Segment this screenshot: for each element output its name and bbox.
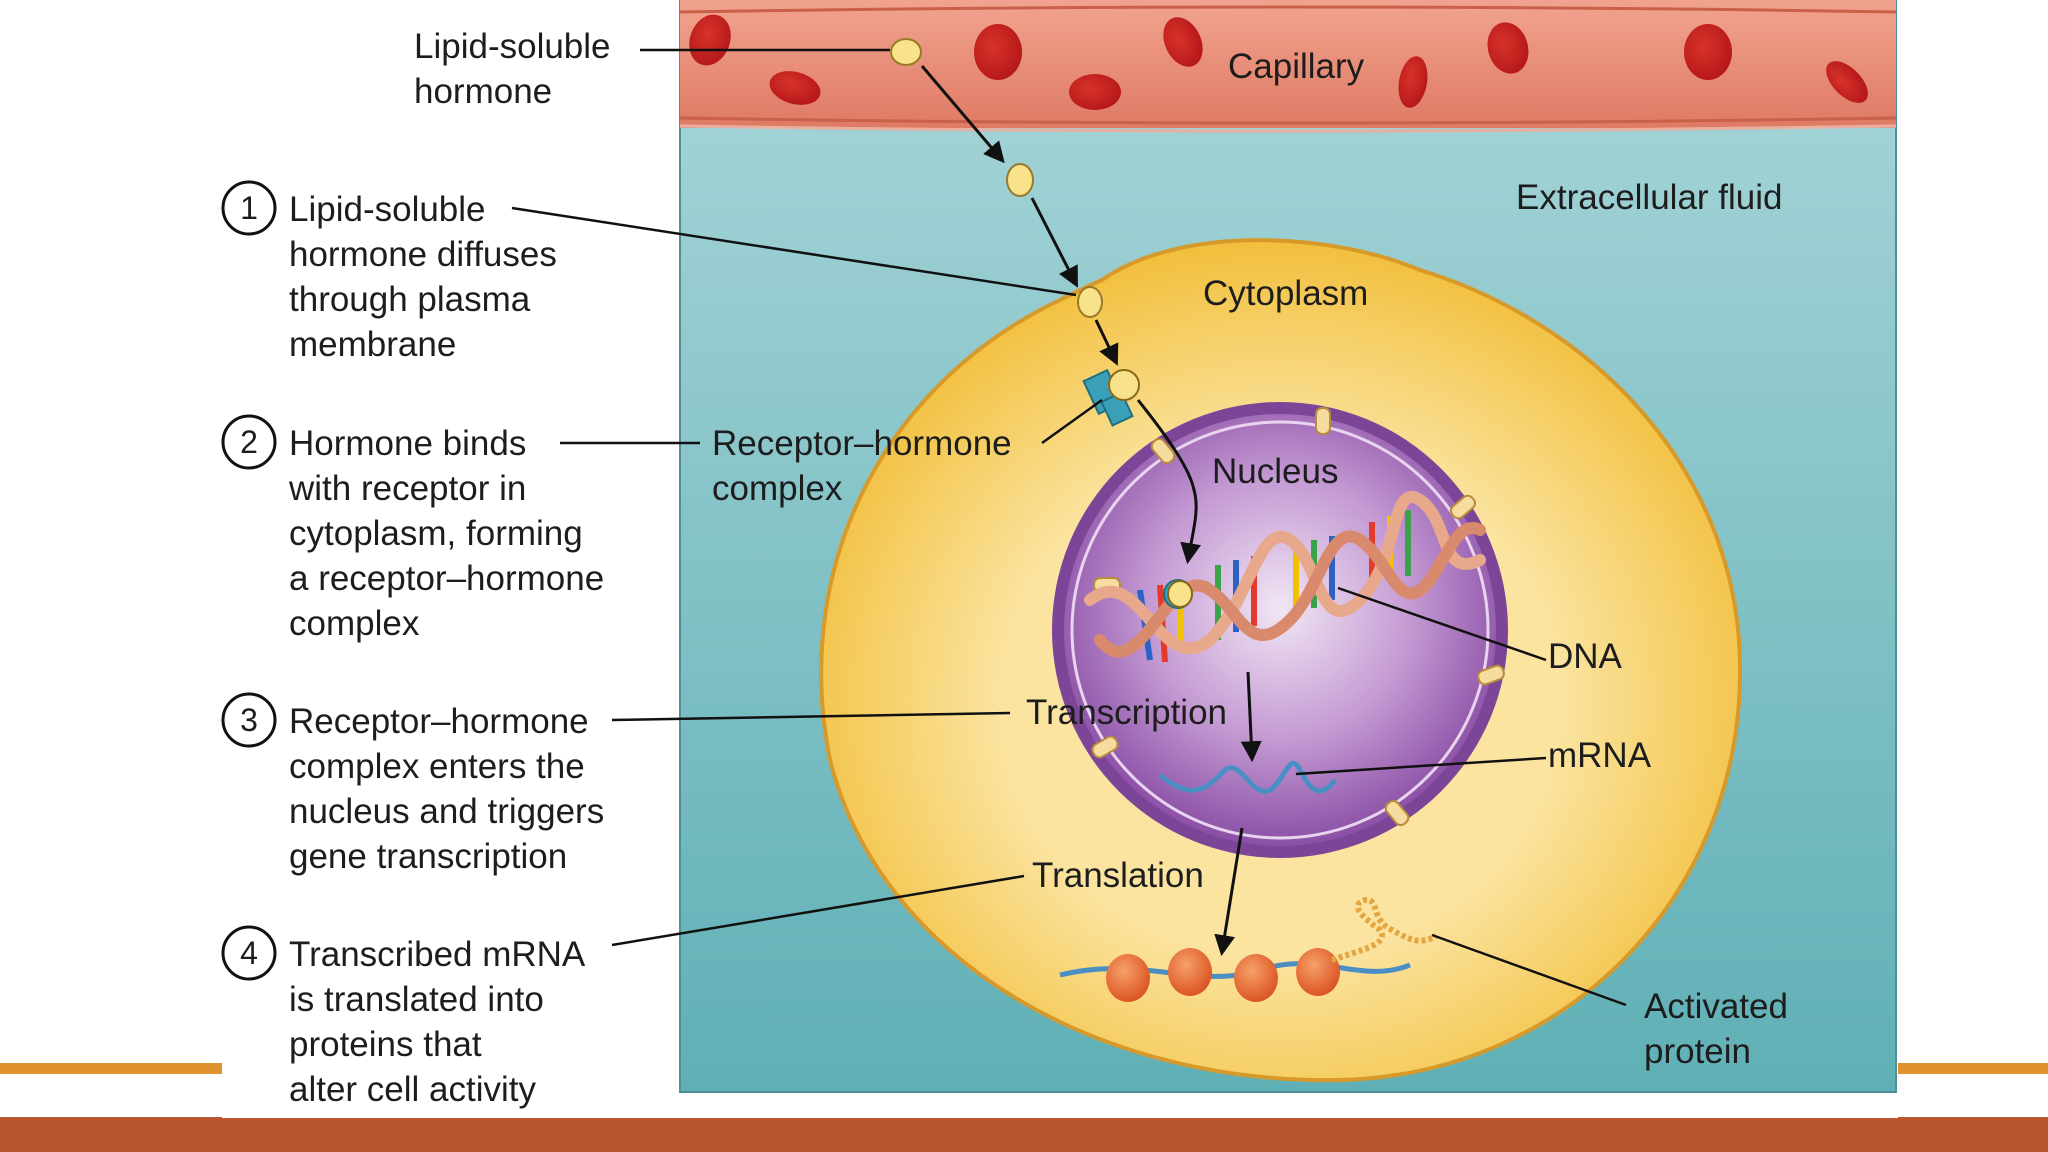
mrna-strand [1158,760,1337,794]
dna-label: DNA [1548,637,1623,676]
receptor-hormone-complex [1082,368,1140,427]
step-number-circle [221,925,277,981]
step-text-line: gene transcription [289,837,567,876]
step-number-circle [221,180,277,236]
step-text-line: alter cell activity [289,1070,537,1109]
receptor-complex-label-line: complex [712,469,843,508]
receptor-complex-label: Receptor–hormone complex [712,424,1012,508]
cytoplasm-label: Cytoplasm [1203,274,1368,313]
extracellular-fluid-label: Extracellular fluid [1516,178,1783,217]
step-text-line: with receptor in [288,469,526,508]
step-3: 3 Receptor–hormone complex enters the nu… [221,692,604,876]
step-text-line: cytoplasm, forming [289,514,583,553]
red-blood-cells [689,14,1868,110]
step-text-line: proteins that [289,1025,482,1064]
step-text-line: complex [289,604,420,643]
step-4: 4 Transcribed mRNA is translated into pr… [221,925,586,1109]
footer-bar [0,1117,2048,1152]
leader-lines [511,48,1627,1007]
step-text-line: Lipid-soluble [289,190,486,229]
step-1: 1 Lipid-soluble hormone diffuses through… [221,180,557,364]
step-number: 1 [240,190,258,226]
top-label-line: Lipid-soluble [414,27,611,66]
capillary-label: Capillary [1228,47,1365,86]
step-text-line: is translated into [289,980,544,1019]
nucleus-label: Nucleus [1212,452,1338,491]
step-number: 4 [240,935,258,971]
step-2: 2 Hormone binds with receptor in cytopla… [221,414,604,643]
lipid-soluble-hormone-label: Lipid-soluble hormone [414,27,611,111]
process-arrows [920,65,1262,957]
step-number-circle [221,414,277,470]
hormone-in-nucleus-icon [1167,580,1193,608]
nucleus: Nucleus [1052,402,1508,858]
ribosomes-and-protein [1059,897,1438,1002]
transcription-label: Transcription [1026,693,1227,732]
translation-label: Translation [1032,856,1204,895]
step-text-line: Hormone binds [289,424,526,463]
step-text-line: complex enters the [289,747,585,786]
step-text-line: a receptor–hormone [289,559,604,598]
step-number-circle [221,692,277,748]
step-number: 3 [240,702,258,738]
activated-protein-label: Activated protein [1644,987,1788,1071]
activated-protein-label-line: Activated [1644,987,1788,1026]
receptor-complex-label-line: Receptor–hormone [712,424,1012,463]
step-text-line: membrane [289,325,456,364]
capillary-region: Capillary [679,0,1897,133]
step-text-line: hormone diffuses [289,235,557,274]
step-number: 2 [240,424,258,460]
hormone-molecules [890,38,1103,318]
step-text-line: Transcribed mRNA [289,935,586,974]
mrna-label: mRNA [1548,736,1652,775]
activated-protein-label-line: protein [1644,1032,1751,1071]
step-text-line: nucleus and triggers [289,792,604,831]
step-text-line: Receptor–hormone [289,702,589,741]
top-label-line: hormone [414,72,552,111]
step-text-line: through plasma [289,280,531,319]
